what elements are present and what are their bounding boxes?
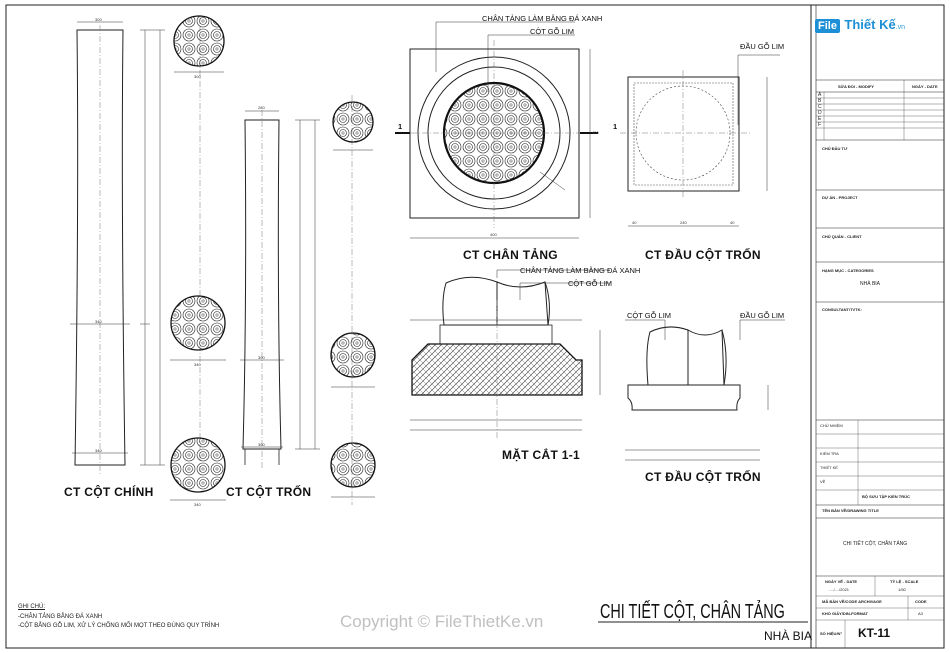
tb-owner: CHỦ ĐẦU TƯ	[822, 146, 848, 151]
tb-consultant: CONSULTANT/TVTK:	[822, 307, 862, 312]
tb-revision-header: SỬA ĐỔI - MODIFY	[838, 84, 875, 89]
tb-code-label-2: CODE	[915, 599, 927, 604]
title-column-head-1: CT ĐẦU CỘT TRỐN	[645, 248, 761, 262]
dim-circle-2: 340	[194, 362, 201, 367]
round-column-drawing	[240, 110, 320, 470]
base-plan-drawing	[395, 21, 598, 239]
tb-date-header: NGÀY - DATE	[912, 84, 938, 89]
title-round-column: CT CỘT TRỐN	[226, 485, 312, 499]
tb-format-value: A3	[918, 611, 923, 616]
section-marker-left: 1	[398, 122, 403, 131]
title-block	[816, 79, 944, 648]
notes-heading: GHI CHÚ:	[18, 604, 45, 610]
tb-sign-2: KIỂM TRA	[820, 451, 839, 456]
sheet-number: KT-11	[858, 626, 891, 640]
tb-rev-d: D	[818, 110, 822, 116]
tb-stamp-label: BỘ SƯU TẬP KIẾN TRÚC	[862, 494, 910, 499]
logo-suffix: .vn	[895, 24, 906, 31]
dim-head-b: 240	[680, 220, 687, 225]
dim-circle-3: 340	[194, 502, 201, 507]
section-drawing	[410, 269, 610, 440]
tb-drawing-name: CHI TIẾT CỘT, CHÂN TẢNG	[843, 541, 908, 547]
title-section: MẶT CẮT 1-1	[502, 448, 580, 462]
column-head-plan-drawing	[620, 54, 780, 227]
title-base: CT CHÂN TẢNG	[463, 248, 558, 262]
tb-category: HẠNG MỤC - CATEGORIES	[822, 268, 874, 273]
tb-rev-c: C	[818, 104, 822, 110]
logo-name: Thiết Kế	[844, 17, 896, 32]
dim-circle-1: 300	[194, 74, 201, 79]
tb-category-value: NHÀ BIA	[860, 281, 881, 287]
dim-tron-mid: 300	[258, 355, 265, 360]
notes-line-2: -CỘT BẰNG GỖ LIM, XỬ LÝ CHỐNG MỐI MỌT TH…	[18, 623, 220, 629]
dim-main-bot: 340	[95, 448, 102, 453]
logo-brand: File	[815, 19, 840, 33]
sheet-subtitle: NHÀ BIA	[764, 629, 813, 643]
tb-rev-f: F	[818, 122, 822, 128]
tb-scale-label: TỶ LỆ - SCALE	[890, 579, 919, 584]
dim-head-c: 40	[730, 220, 735, 225]
dim-head-a: 40	[632, 220, 637, 225]
notes-line-1: -CHÂN TẢNG BẰNG ĐÁ XANH	[18, 614, 103, 620]
tb-format-label: KHỔ GIẤY/DIN-FORMAT	[822, 611, 868, 616]
tb-client: CHỦ QUẢN - CLIENT	[822, 234, 862, 239]
tb-drawing-name-label: TÊN BẢN VẼ/DRAWING TITLE	[822, 508, 879, 513]
callout-lim-head: ĐẦU GỖ LIM	[740, 42, 785, 51]
callout-section-wood: CỘT GỖ LIM	[568, 279, 613, 288]
title-main-column: CT CỘT CHÍNH	[64, 485, 154, 499]
callout-section-stone: CHÂN TẢNG LÀM BẰNG ĐÁ XANH	[520, 266, 641, 275]
tb-sign-3: THIẾT KẾ	[820, 465, 838, 470]
tb-sign-4: VẼ	[820, 479, 826, 484]
dim-base-width: 400	[490, 232, 497, 237]
dim-base-side: 400	[592, 130, 599, 135]
dim-tron-bot: 300	[258, 442, 265, 447]
title-column-head-2: CT ĐẦU CỘT TRỐN	[645, 470, 761, 484]
sheet-title: CHI TIẾT CỘT, CHÂN TẢNG	[600, 601, 785, 623]
tb-date-value: ..../..../2021	[829, 587, 850, 592]
tb-sign-1: CHỦ NHIỆM	[820, 423, 843, 428]
callout-head2-wood: CỘT GỖ LIM	[627, 311, 672, 320]
dim-main-top: 300	[95, 17, 102, 22]
callout-base-stone: CHÂN TẢNG LÀM BẰNG ĐÁ XANH	[482, 14, 603, 23]
tb-project: DỰ ÁN - PROJECT	[822, 195, 858, 200]
tb-code-label: MÃ BẢN VẼ/CODE ARCHIVAGE	[822, 599, 882, 604]
tb-rev-a: A	[818, 92, 822, 98]
main-column-sections	[170, 15, 226, 501]
tb-sheet-label: SỐ HIỆU/N°	[820, 631, 843, 636]
dim-tron-top: 280	[258, 105, 265, 110]
section-marker-right: 1	[613, 122, 618, 131]
tb-scale-value: 1/50	[898, 587, 906, 592]
column-head-elevation-drawing	[625, 319, 785, 461]
dim-main-mid: 340	[95, 319, 102, 324]
callout-lim-wood: CỘT GỖ LIM	[530, 27, 575, 36]
brand-logo[interactable]: File Thiết Kế.vn	[815, 16, 905, 34]
tb-date-label: NGÀY VẼ - DATE	[825, 579, 858, 584]
copyright-watermark: Copyright © FileThietKe.vn	[340, 612, 544, 631]
tb-rev-e: E	[818, 116, 822, 122]
tb-rev-b: B	[818, 98, 822, 104]
main-column-drawing	[70, 21, 165, 475]
round-column-sections	[330, 95, 376, 505]
callout-head2-head: ĐẦU GỖ LIM	[740, 311, 785, 320]
